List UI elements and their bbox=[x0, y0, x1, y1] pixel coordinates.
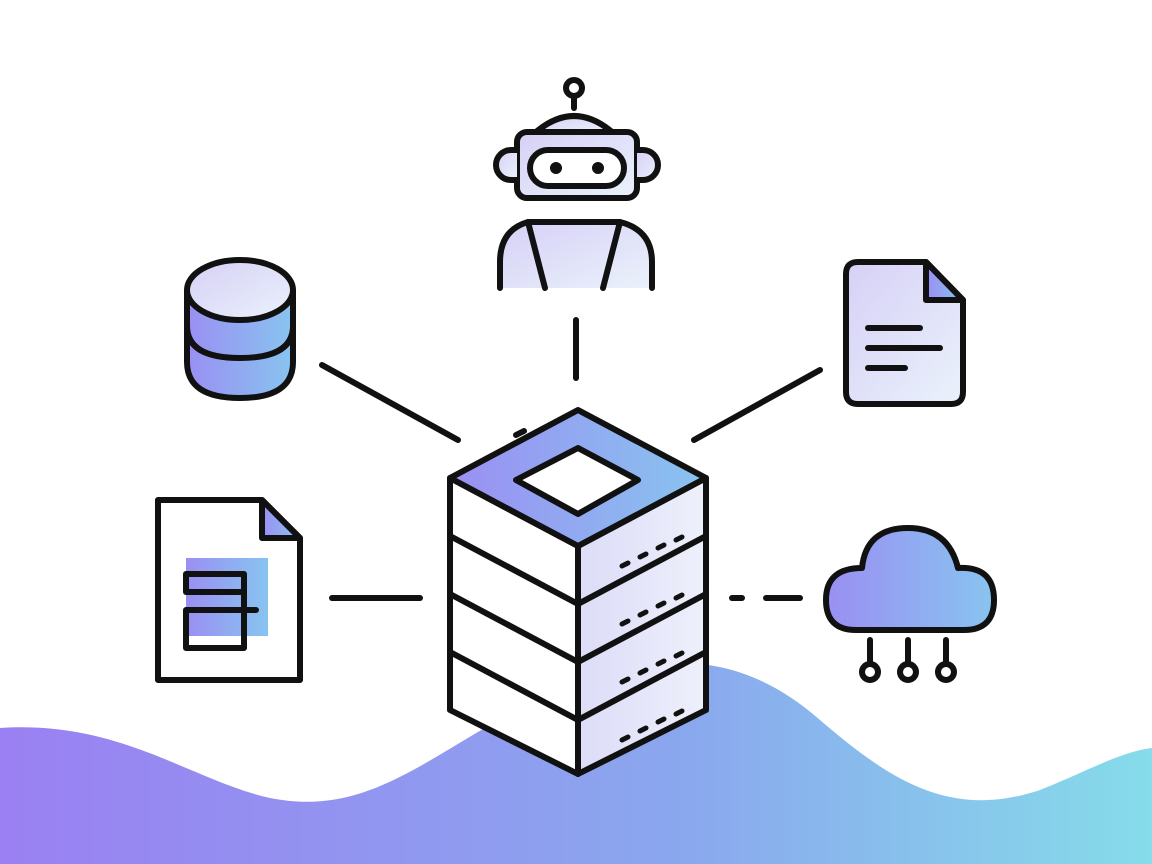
server-stack-icon bbox=[447, 407, 709, 777]
cloud-icon bbox=[823, 525, 997, 683]
robot-icon bbox=[493, 77, 661, 291]
spreadsheet-document-icon bbox=[155, 497, 303, 683]
document-icon bbox=[843, 259, 966, 407]
database-icon bbox=[184, 257, 296, 401]
connector-lines bbox=[319, 317, 823, 601]
